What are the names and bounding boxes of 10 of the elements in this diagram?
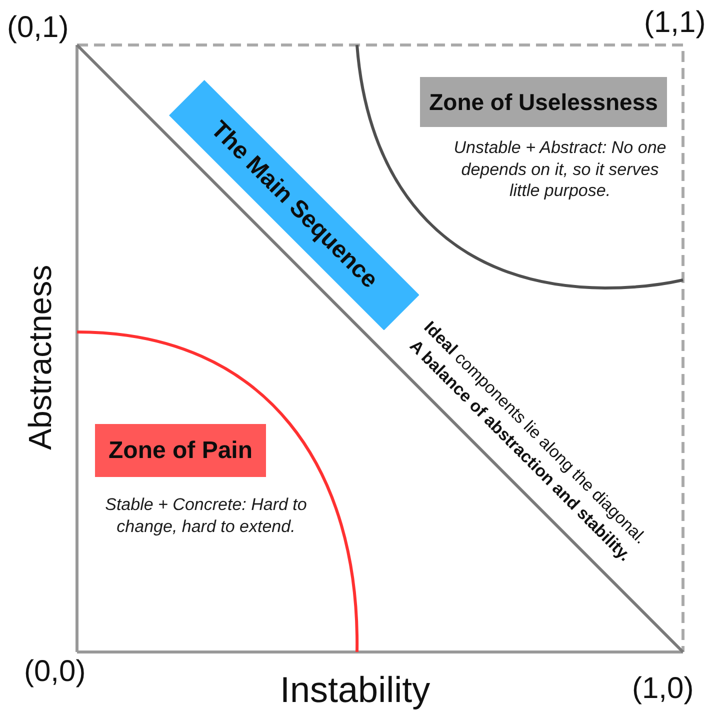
axis-title: Abstractness — [22, 264, 58, 450]
axis-title: Instability — [280, 668, 430, 710]
corner-coordinate: (1,0) — [632, 672, 694, 706]
corner-coordinate: (0,1) — [7, 10, 69, 45]
zone-description: Stable + Concrete: Hard to change, hard to extend. — [104, 494, 308, 538]
zone-label: Zone of Uselessness — [420, 77, 667, 127]
zone-label: Zone of Pain — [95, 424, 266, 477]
zone-description: Unstable + Abstract: No one depends on it, so it serves little purpose. — [452, 137, 668, 202]
corner-coordinate: (0,0) — [24, 654, 86, 689]
corner-coordinate: (1,1) — [644, 6, 706, 40]
